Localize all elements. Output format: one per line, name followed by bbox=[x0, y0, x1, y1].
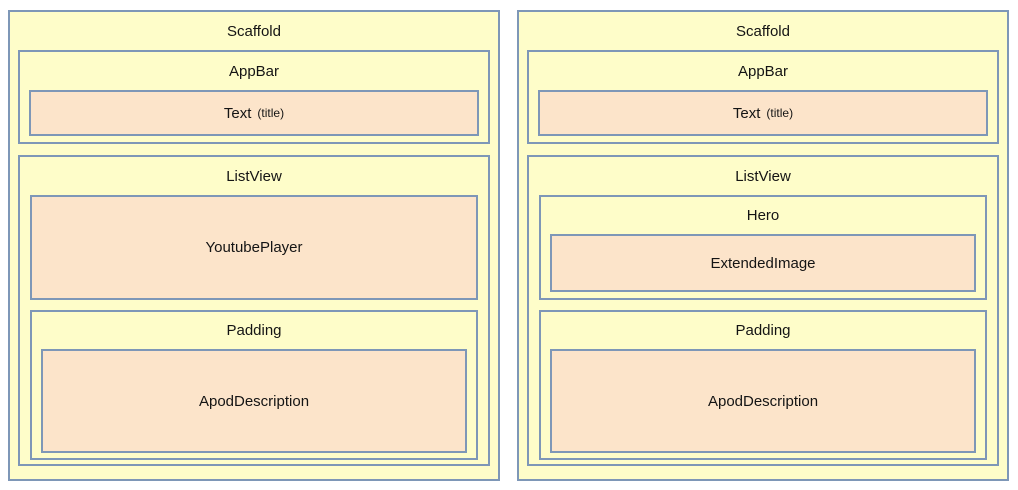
listview-node: ListView YoutubePlayer Padding ApodDescr… bbox=[18, 155, 490, 466]
appbar-node: AppBar Text (title) bbox=[527, 50, 999, 144]
padding-label: Padding bbox=[735, 322, 791, 339]
padding-label: Padding bbox=[226, 322, 282, 339]
text-title-label: Text bbox=[732, 104, 761, 122]
scaffold-label: Scaffold bbox=[227, 22, 281, 40]
apoddescription-label: ApodDescription bbox=[198, 392, 310, 410]
listview-label: ListView bbox=[226, 167, 282, 185]
extendedimage-label: ExtendedImage bbox=[710, 254, 816, 272]
text-title-node: Text (title) bbox=[538, 90, 988, 136]
right-widget-tree-panel: Scaffold AppBar Text (title) ListView He… bbox=[517, 10, 1009, 481]
apoddescription-label: ApodDescription bbox=[707, 392, 819, 410]
youtubeplayer-node: YoutubePlayer bbox=[30, 195, 478, 300]
scaffold-node: Scaffold AppBar Text (title) ListView He… bbox=[517, 10, 1009, 481]
hero-node: Hero ExtendedImage bbox=[539, 195, 987, 300]
text-title-annotation: (title) bbox=[257, 106, 285, 120]
extendedimage-node: ExtendedImage bbox=[550, 234, 976, 292]
appbar-label: AppBar bbox=[228, 62, 280, 80]
padding-node: Padding ApodDescription bbox=[539, 310, 987, 460]
text-title-node: Text (title) bbox=[29, 90, 479, 136]
appbar-node: AppBar Text (title) bbox=[18, 50, 490, 144]
text-title-annotation: (title) bbox=[766, 106, 794, 120]
appbar-label: AppBar bbox=[737, 62, 789, 80]
apoddescription-node: ApodDescription bbox=[550, 349, 976, 453]
apoddescription-node: ApodDescription bbox=[41, 349, 467, 453]
scaffold-node: Scaffold AppBar Text (title) ListView Yo… bbox=[8, 10, 500, 481]
listview-label: ListView bbox=[735, 167, 791, 185]
text-title-label: Text bbox=[223, 104, 252, 122]
hero-label: Hero bbox=[746, 207, 780, 224]
left-widget-tree-panel: Scaffold AppBar Text (title) ListView Yo… bbox=[8, 10, 500, 481]
padding-node: Padding ApodDescription bbox=[30, 310, 478, 460]
youtubeplayer-label: YoutubePlayer bbox=[205, 239, 303, 256]
listview-node: ListView Hero ExtendedImage Padding Apod… bbox=[527, 155, 999, 466]
scaffold-label: Scaffold bbox=[736, 22, 790, 40]
